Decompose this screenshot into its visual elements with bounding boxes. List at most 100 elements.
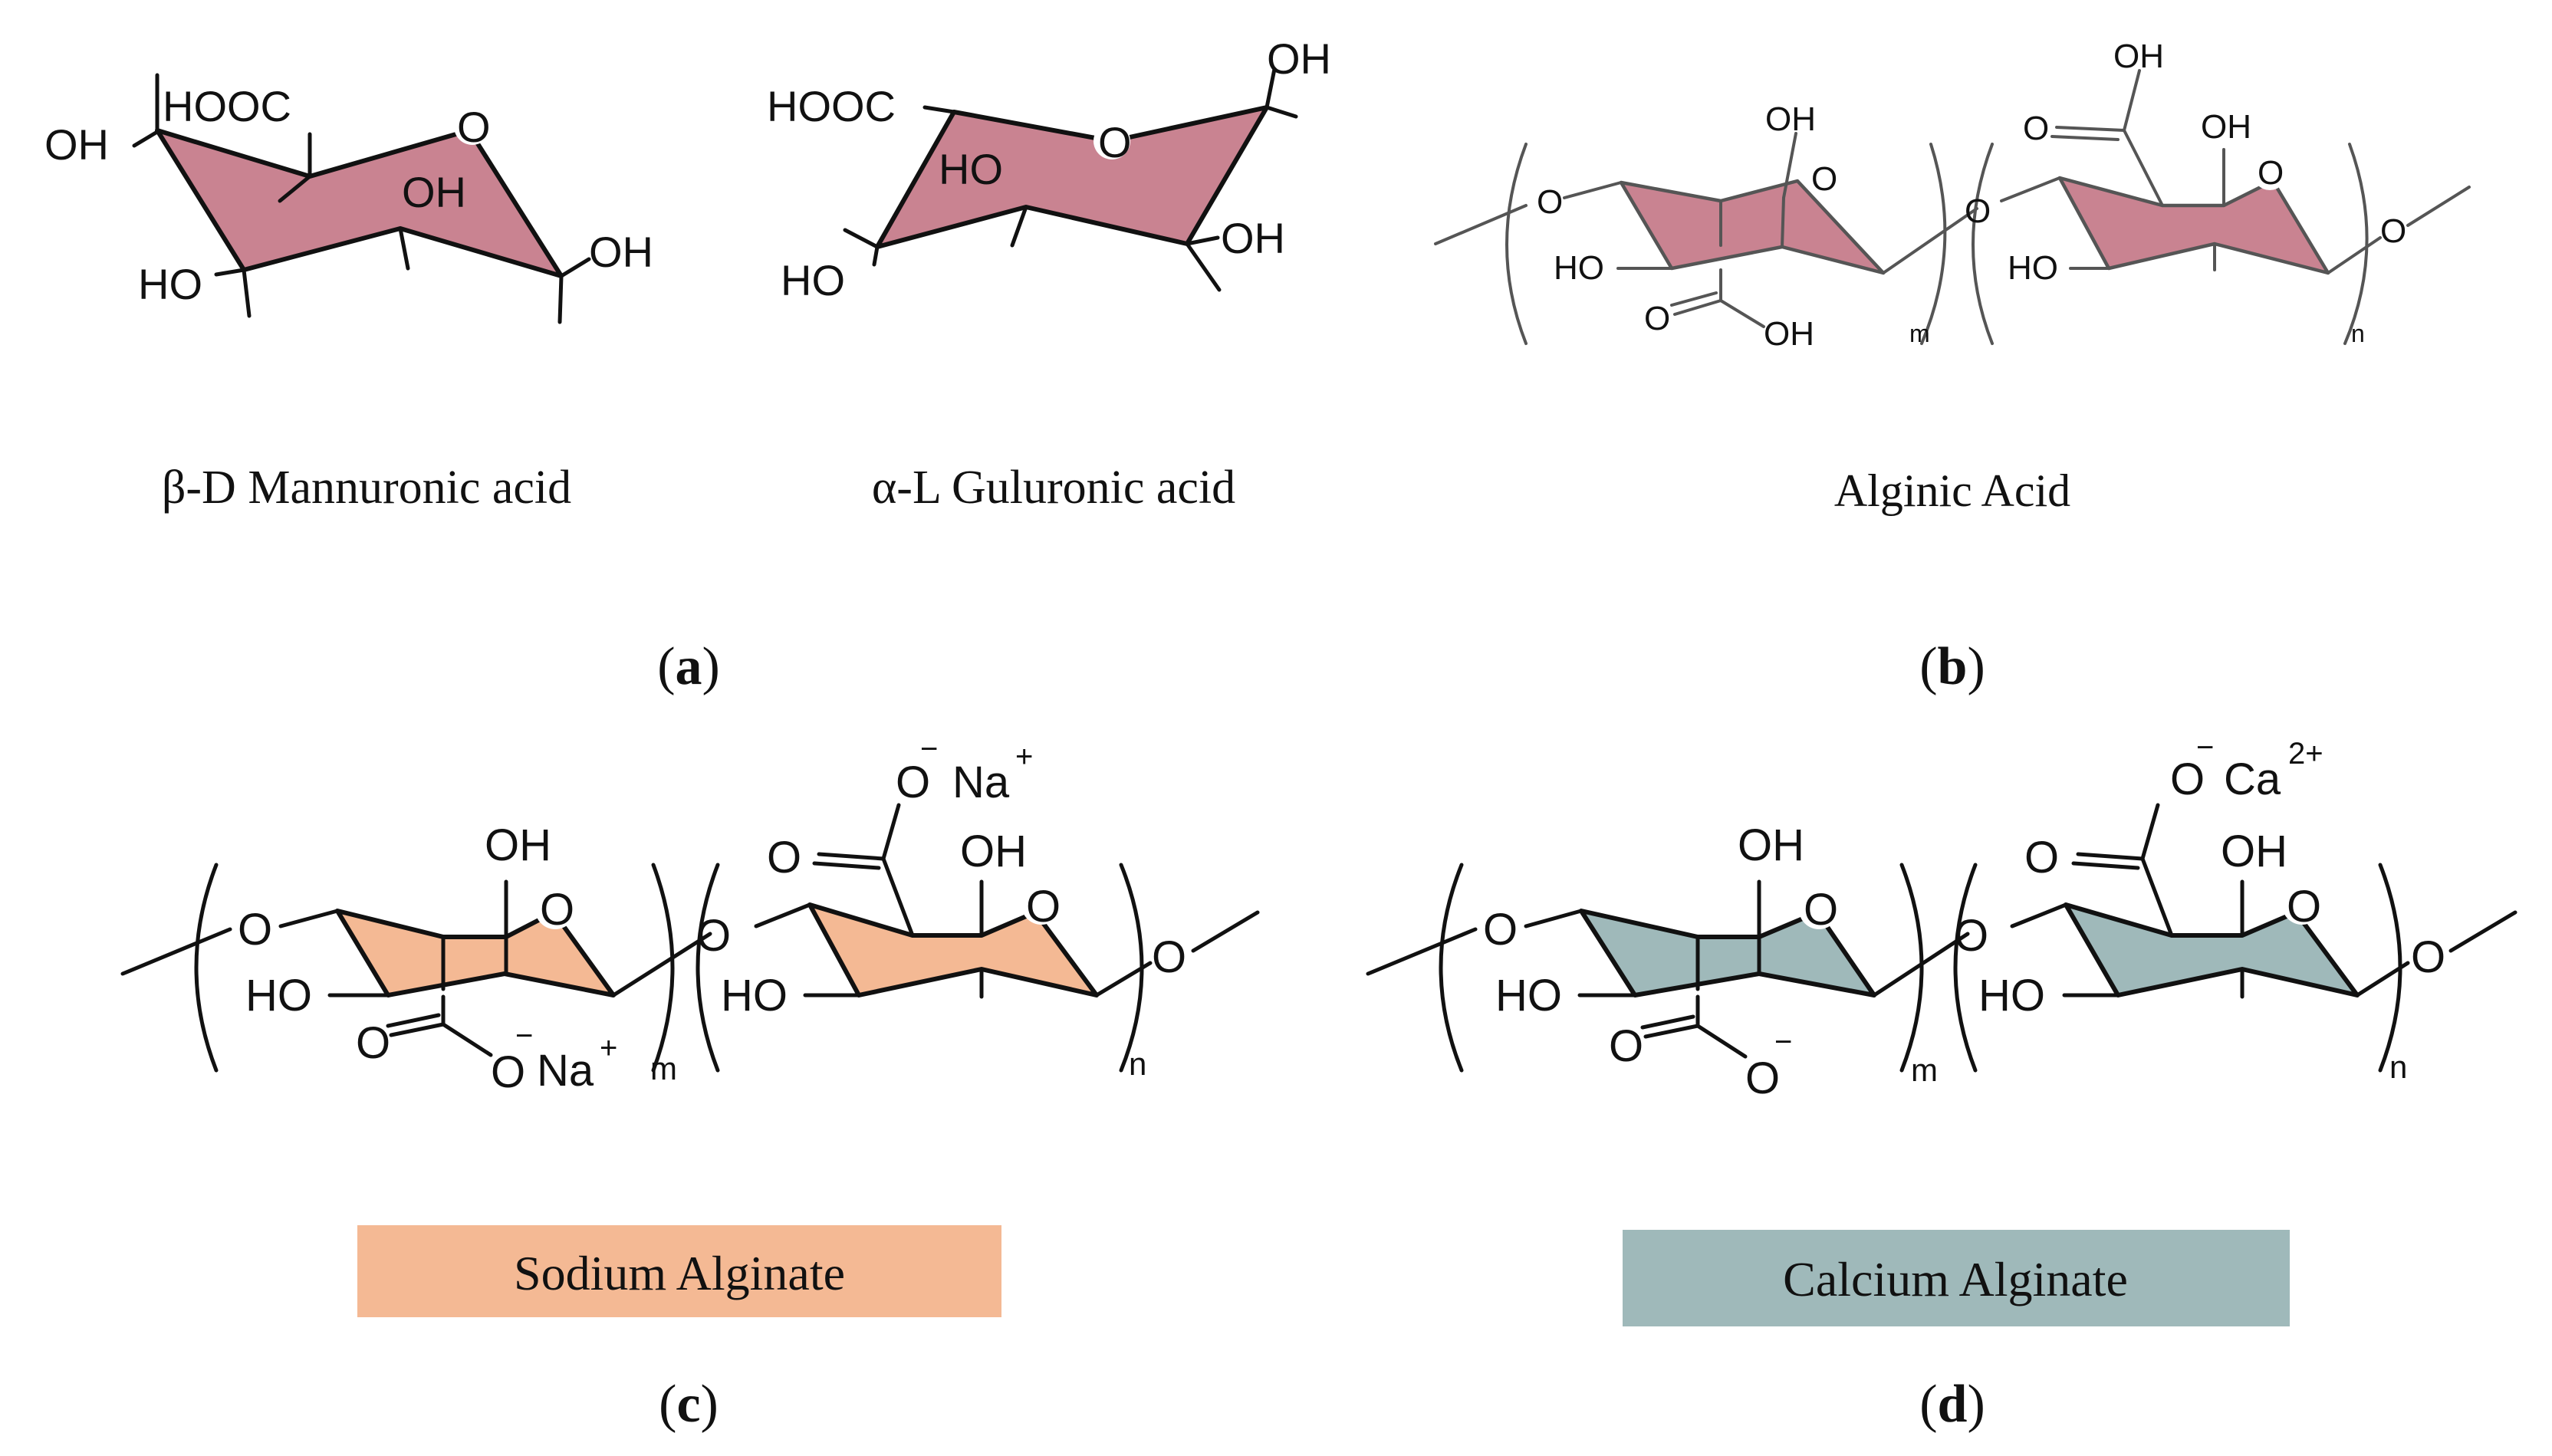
mannuronic-oh-left: OH — [44, 120, 109, 169]
mannuronic-ring-oxygen-gap — [454, 108, 491, 145]
calcium-bond — [1643, 1024, 1700, 1039]
calcium-carboxylate-o-2: O — [2170, 754, 2205, 804]
alginic-bond — [2055, 126, 2126, 132]
calcium-oh-top-1: OH — [1738, 820, 1804, 870]
alginic-ring-o2-gap — [2253, 156, 2287, 190]
sodium-oh-top-1: OH — [485, 820, 551, 870]
sodium-bond — [754, 902, 812, 928]
alginic-bond — [2123, 69, 2141, 132]
mannuronic-hooc: HOOC — [163, 82, 291, 130]
sodium-plus-1: + — [600, 1031, 617, 1065]
guluronic-bond — [922, 105, 956, 114]
guluronic-acid-structure: HOOC O OH HO OH HO — [767, 35, 1331, 304]
mannuronic-acid-caption: β-D Mannuronic acid — [162, 462, 571, 514]
mannuronic-acid-structure: OH HOOC O OH OH HO — [44, 73, 653, 324]
panel-d-label: (d) — [1919, 1375, 1985, 1434]
panel-a-label: (a) — [657, 637, 720, 696]
calcium-alginate-box — [1623, 1230, 2290, 1326]
sodium-na-1: Na — [537, 1046, 594, 1096]
alginic-ho-2: HO — [2008, 249, 2058, 287]
alginic-ring-2 — [2057, 176, 2330, 275]
alginic-ho-1: HO — [1554, 249, 1604, 287]
alginic-bracket-right — [2343, 143, 2369, 345]
calcium-bond — [2140, 803, 2160, 861]
alginic-bond — [2406, 186, 2471, 227]
calcium-bracket-left — [1439, 863, 1464, 1073]
calcium-ring-o-gap — [1799, 889, 1839, 929]
alginic-oh-top-1: OH — [1765, 100, 1816, 138]
alginic-o-right: O — [2380, 212, 2406, 250]
calcium-bracket-right — [2378, 863, 2402, 1073]
sodium-bond — [1191, 910, 1260, 953]
calcium-ca: Ca — [2224, 754, 2281, 804]
calcium-minus-2: − — [2196, 731, 2214, 764]
alginic-carboxyl-o-1: O — [1644, 300, 1670, 337]
sodium-alginate-structure: O OH O HO O O − Na + m O O − Na + O OH O… — [120, 732, 1260, 1097]
guluronic-bond — [1185, 242, 1222, 292]
mannuronic-bond — [559, 257, 591, 278]
sodium-minus-1: − — [515, 1019, 533, 1053]
sodium-bond — [611, 932, 712, 998]
alginic-carboxyl-oh-2: OH — [2113, 38, 2164, 75]
calcium-charge: 2+ — [2288, 737, 2323, 771]
sodium-bracket-mid-left — [696, 863, 720, 1073]
sodium-ring-2 — [807, 902, 1099, 998]
sodium-o-left: O — [238, 905, 272, 955]
alginic-bracket-mid-right — [1920, 143, 1947, 345]
guluronic-acid-caption: α-L Guluronic acid — [872, 462, 1235, 514]
sodium-ho-1: HO — [245, 971, 312, 1021]
alginic-o-left: O — [1537, 183, 1563, 221]
mannuronic-bond — [278, 174, 312, 203]
calcium-bond — [1872, 932, 1970, 998]
sodium-ring-o-gap — [535, 889, 575, 929]
panel-a: OH HOOC O OH OH HO HOOC O OH HO OH HO — [44, 35, 1331, 696]
sodium-carboxyl-o-2: O — [767, 833, 801, 882]
calcium-bond — [1695, 1024, 1748, 1059]
sodium-ring-o-2: O — [1026, 882, 1061, 932]
calcium-minus-1: − — [1774, 1025, 1792, 1059]
alginic-ring-o-1: O — [1811, 160, 1837, 198]
mannuronic-bond — [557, 274, 564, 324]
sodium-bond — [881, 856, 915, 938]
alginic-bond — [1719, 299, 1765, 328]
calcium-carboxyl-o-1: O — [1609, 1021, 1643, 1071]
mannuronic-ho: HO — [138, 260, 202, 308]
alginic-bond — [2123, 129, 2164, 207]
sodium-ring-o-1: O — [540, 885, 574, 935]
guluronic-bond — [1185, 235, 1220, 246]
alginic-acid-caption: Alginic Acid — [1834, 465, 2070, 516]
calcium-bracket-mid-right — [1899, 863, 1924, 1073]
alginic-bond — [1782, 132, 1797, 199]
mannuronic-bond — [398, 226, 410, 271]
alginic-acid-structure: O OH O HO O OH m O OH O OH O HO O n — [1434, 38, 2471, 353]
guluronic-bond — [843, 228, 880, 249]
alginic-bond — [1434, 204, 1528, 245]
sodium-bracket-right — [1119, 863, 1144, 1073]
sodium-o-right: O — [1152, 932, 1186, 982]
calcium-ho-2: HO — [1978, 971, 2045, 1021]
calcium-o-link: O — [1954, 911, 1988, 961]
calcium-bond — [1366, 927, 1478, 976]
alginic-carboxyl-oh-1: OH — [1764, 315, 1814, 353]
alginic-bracket-left — [1505, 143, 1528, 345]
mannuronic-bond — [214, 268, 246, 277]
calcium-subscript-n: n — [2389, 1049, 2407, 1085]
alginic-ring-1 — [1619, 179, 1886, 275]
alginic-bond — [1563, 181, 1623, 199]
calcium-bond — [2071, 861, 2140, 870]
mannuronic-oh-mid: OH — [402, 168, 466, 216]
calcium-bond — [2076, 852, 2145, 861]
sodium-bond — [389, 1022, 446, 1037]
sodium-minus-2: − — [920, 732, 938, 766]
panel-c: O OH O HO O O − Na + m O O − Na + O OH O… — [120, 732, 1260, 1434]
calcium-alginate-caption: Calcium Alginate — [1783, 1252, 2128, 1306]
alginic-bond — [1882, 207, 1978, 274]
alginic-carboxyl-o-2: O — [2023, 110, 2049, 147]
calcium-ring-1 — [1579, 909, 1876, 998]
mannuronic-ring-shape — [155, 128, 564, 278]
mannuronic-oh-right: OH — [589, 228, 653, 276]
sodium-ring-1 — [335, 909, 616, 998]
alginic-bracket-mid-left — [1972, 143, 1994, 345]
guluronic-ho-mid: HO — [939, 145, 1003, 193]
guluronic-ring-o: O — [1098, 118, 1132, 166]
